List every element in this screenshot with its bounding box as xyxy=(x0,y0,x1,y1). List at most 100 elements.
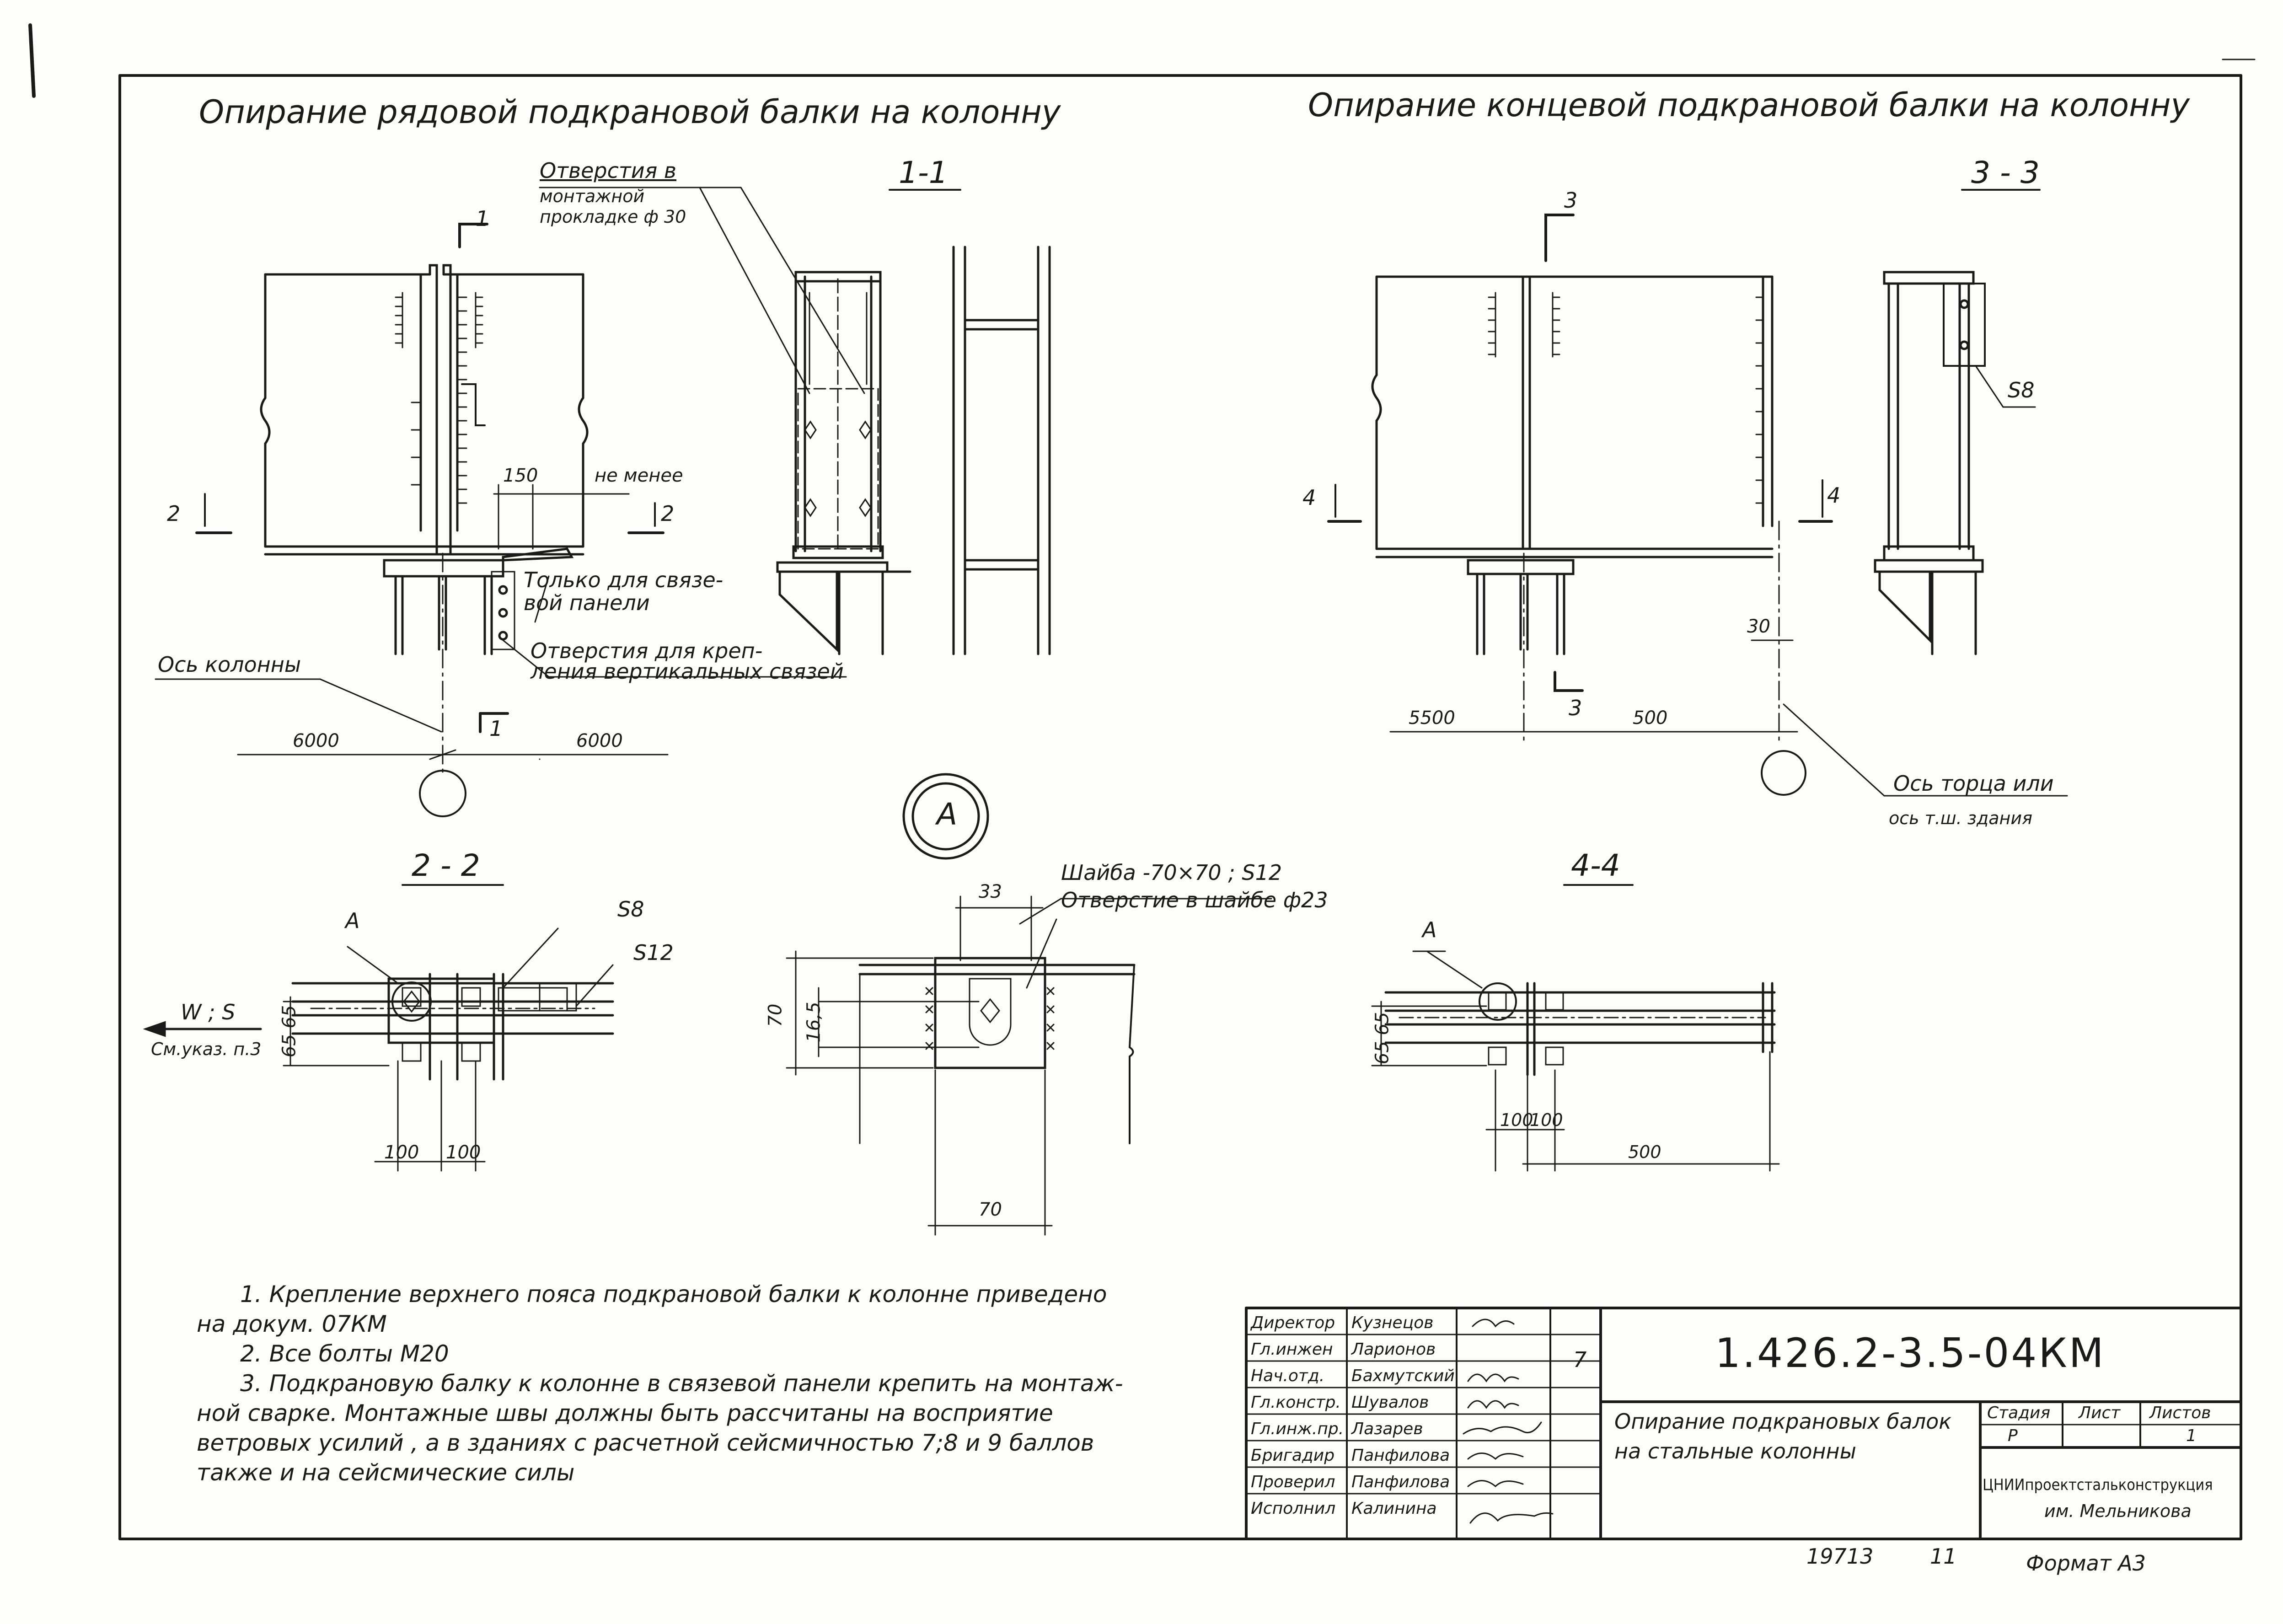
tb-name-4: Шувалов xyxy=(1351,1393,1429,1412)
section-label-4-4: 4-4 xyxy=(1571,848,1620,883)
note-3-cont-1: ной сварке. Монтажные швы должны быть ра… xyxy=(197,1400,1053,1426)
title-end-beam: Опирание концевой подкрановой балки на к… xyxy=(1308,86,2190,124)
note-1-cont: на докум. 07КМ xyxy=(197,1311,387,1337)
note-3-cont-3: также и на сейсмические силы xyxy=(197,1459,575,1486)
callout-holes-pad: Отверстия в xyxy=(540,158,676,183)
title-ordinary-beam: Опирание рядовой подкрановой балки на ко… xyxy=(199,93,1061,131)
tb-name-5: Лазарев xyxy=(1351,1420,1423,1438)
cut-4-left: 4 xyxy=(1302,485,1316,510)
cut-1-bottom: 1 xyxy=(489,716,503,741)
dim-150: 150 xyxy=(503,465,538,486)
label-s8-section-2-2: S8 xyxy=(617,897,644,922)
mark-a-section-2-2: А xyxy=(345,908,360,933)
dim-500-section-4-4: 500 xyxy=(1628,1142,1661,1162)
cut-3-bottom: 3 xyxy=(1569,696,1582,720)
section-label-1-1: 1-1 xyxy=(899,155,948,190)
inventory-number: 19713 xyxy=(1806,1544,1874,1569)
dim-500-elevation: 500 xyxy=(1633,707,1668,729)
dim-100-c: 100 xyxy=(1500,1110,1533,1130)
organization-subtitle: им. Мельникова xyxy=(2044,1501,2192,1521)
dim-6000-left: 6000 xyxy=(293,730,339,751)
document-title-line1: Опирание подкрановых балок xyxy=(1614,1409,1952,1434)
dim-100-a: 100 xyxy=(384,1142,419,1163)
elevation-end-beam xyxy=(1327,214,2068,797)
callout-only-bracing: Только для связе- xyxy=(524,568,723,592)
dim-65-65-section-2-2: 65 65 xyxy=(279,1005,300,1058)
note-3-cont-2: ветровых усилий , а в зданиях с расчетно… xyxy=(197,1430,1094,1456)
tb-role-1: Директор xyxy=(1251,1313,1335,1332)
tb-count-mark: 7 xyxy=(1573,1347,1587,1372)
tb-name-6: Панфилова xyxy=(1351,1446,1450,1465)
elevation-ordinary-beam xyxy=(155,223,847,817)
section-3-3 xyxy=(1874,189,2041,655)
note-2: 2. Все болты М20 xyxy=(240,1340,449,1367)
section-2-2 xyxy=(143,884,614,1172)
dim-70-vertical: 70 xyxy=(765,1003,786,1027)
dim-5500: 5500 xyxy=(1409,707,1455,729)
dim-33: 33 xyxy=(979,881,1002,902)
tb-sheets-label: Листов xyxy=(2149,1404,2211,1422)
copy-number: 11 xyxy=(1930,1544,1957,1569)
callout-only-bracing-line2: вой панели xyxy=(524,590,650,615)
note-1: 1. Крепление верхнего пояса подкрановой … xyxy=(240,1281,1107,1308)
tb-name-7: Панфилова xyxy=(1351,1473,1450,1491)
tb-role-3: Нач.отд. xyxy=(1251,1367,1325,1385)
callout-holes-bracing: Отверстия для креп- xyxy=(531,638,763,663)
tb-sheets-value: 1 xyxy=(2186,1426,2197,1445)
section-4-4 xyxy=(1371,884,1780,1172)
document-code: 1.426.2-3.5-04КМ xyxy=(1715,1329,2106,1377)
cut-2-left: 2 xyxy=(167,501,181,526)
dim-65-65-section-4-4: 65 65 xyxy=(1372,1012,1393,1065)
dim-30: 30 xyxy=(1747,616,1770,637)
dim-100-d: 100 xyxy=(1530,1110,1563,1130)
node-a-marker xyxy=(902,773,989,860)
label-end-axis: Ось торца или xyxy=(1893,771,2054,796)
document-title-line2: на стальные колонны xyxy=(1614,1439,1856,1463)
tb-name-3: Бахмутский xyxy=(1351,1367,1455,1385)
section-label-3-3: 3 - 3 xyxy=(1971,155,2040,190)
tb-name-1: Кузнецов xyxy=(1351,1313,1434,1332)
callout-holes-pad-line3: прокладке ф 30 xyxy=(540,207,686,227)
mark-a-section-4-4: А xyxy=(1422,917,1437,942)
cut-1-top: 1 xyxy=(476,206,489,231)
label-washer-hole: Отверстие в шайбе ф23 xyxy=(1061,888,1328,912)
dim-6000-right: 6000 xyxy=(576,730,623,751)
title-block-grid xyxy=(1245,1307,2242,1540)
cut-4-right: 4 xyxy=(1827,483,1841,508)
label-not-less: не менее xyxy=(595,465,683,486)
tb-role-5: Гл.инж.пр. xyxy=(1251,1420,1344,1438)
label-washer: Шайба -70×70 ; S12 xyxy=(1061,860,1282,885)
tb-name-8: Калинина xyxy=(1351,1499,1437,1518)
callout-holes-pad-line2: монтажной xyxy=(540,186,645,206)
label-column-axis: Ось колонны xyxy=(158,652,301,677)
tb-role-7: Проверил xyxy=(1251,1473,1335,1491)
tb-role-4: Гл.констр. xyxy=(1251,1393,1341,1412)
organization-name: ЦНИИпроектстальконструкция xyxy=(1983,1476,2213,1494)
label-wind-seismic: W ; S xyxy=(181,1000,236,1024)
paper-format: Формат А3 xyxy=(2026,1551,2146,1576)
node-a-label: А xyxy=(937,797,958,832)
label-s8-section-3-3: S8 xyxy=(2008,378,2035,402)
dim-70-horizontal: 70 xyxy=(979,1199,1002,1220)
tb-stage-value: Р xyxy=(2008,1426,2018,1445)
tb-role-6: Бригадир xyxy=(1251,1446,1335,1465)
tb-sheet-label: Лист xyxy=(2079,1404,2121,1422)
tb-name-2: Ларионов xyxy=(1351,1340,1436,1359)
tb-role-2: Гл.инжен xyxy=(1251,1340,1333,1359)
dim-16-5: 16,5 xyxy=(803,1002,825,1043)
label-s12: S12 xyxy=(633,940,674,965)
cut-3-top: 3 xyxy=(1564,188,1578,213)
section-label-2-2: 2 - 2 xyxy=(412,848,480,883)
note-3: 3. Подкрановую балку к колонне в связево… xyxy=(240,1370,1123,1397)
dim-100-b: 100 xyxy=(446,1142,481,1163)
tb-role-8: Исполнил xyxy=(1251,1499,1336,1518)
callout-holes-bracing-line2: ления вертикальных связей xyxy=(531,659,844,684)
cut-2-right: 2 xyxy=(661,501,675,526)
sheet-frame xyxy=(28,23,2256,1540)
section-1-1 xyxy=(539,187,1051,655)
detail-node-a xyxy=(786,895,1272,1236)
label-see-note: См.указ. п.3 xyxy=(151,1039,262,1059)
tb-stage-label: Стадия xyxy=(1987,1404,2051,1422)
